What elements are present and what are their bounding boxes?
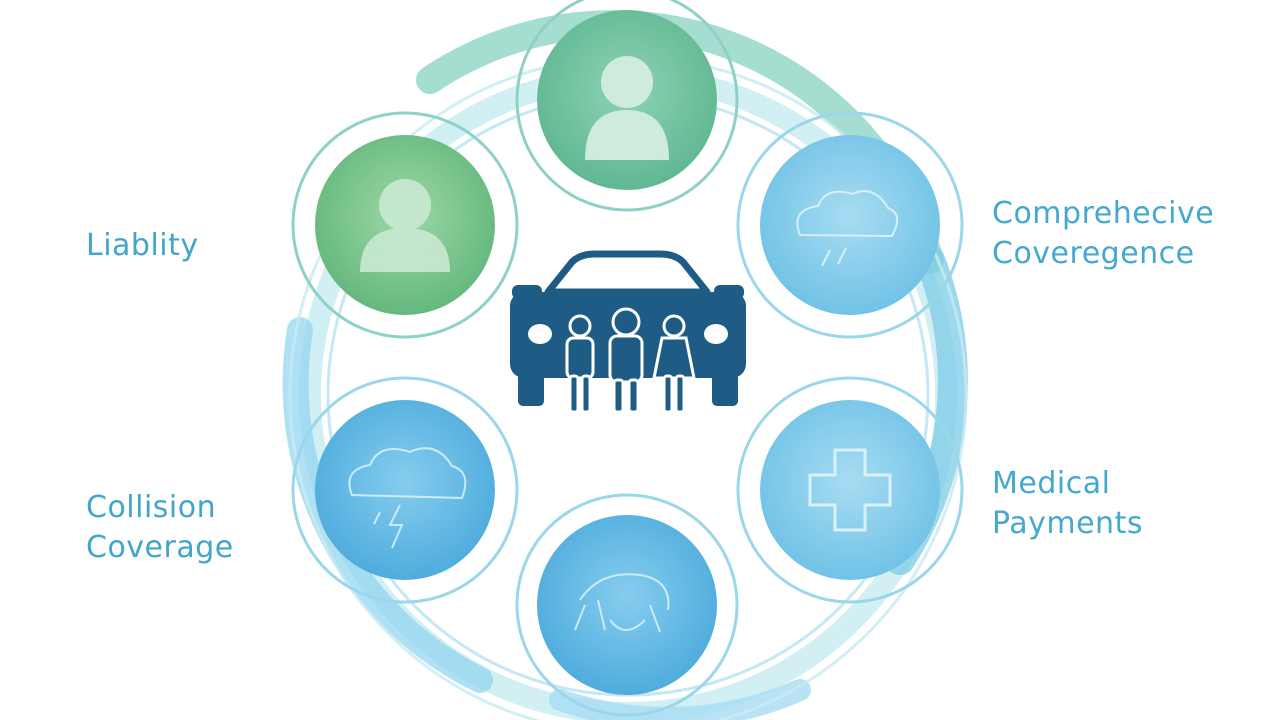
medical-node	[736, 376, 964, 604]
label-comprehensive-line-2: Coveregence	[992, 236, 1195, 271]
bottom-node	[515, 493, 739, 717]
liability-node	[291, 111, 519, 339]
label-comprehensive-coverage: Comprehecive Coveregence	[992, 194, 1214, 274]
car-family-icon	[510, 250, 746, 414]
collision-node	[291, 376, 519, 604]
label-comprehensive-line-1: Comprehecive	[992, 196, 1215, 231]
label-liability-line-1: Liablity	[86, 228, 199, 263]
comprehensive-node	[736, 111, 964, 339]
storm-cloud-icon	[796, 190, 899, 267]
label-liability: Liablity	[86, 226, 199, 266]
top-node	[515, 0, 739, 212]
person-icon	[585, 56, 669, 160]
label-medical-line-1: Medical	[992, 466, 1111, 501]
label-collision-coverage: Collision Coverage	[86, 488, 234, 568]
label-medical-payments: Medical Payments	[992, 464, 1143, 544]
collision-scribble-icon	[574, 573, 670, 633]
label-medical-line-2: Payments	[992, 506, 1143, 541]
label-collision-line-2: Coverage	[86, 530, 234, 565]
medical-cross-icon	[808, 448, 892, 532]
person-icon	[360, 179, 450, 272]
label-collision-line-1: Collision	[86, 490, 217, 525]
storm-lightning-icon	[348, 447, 467, 549]
